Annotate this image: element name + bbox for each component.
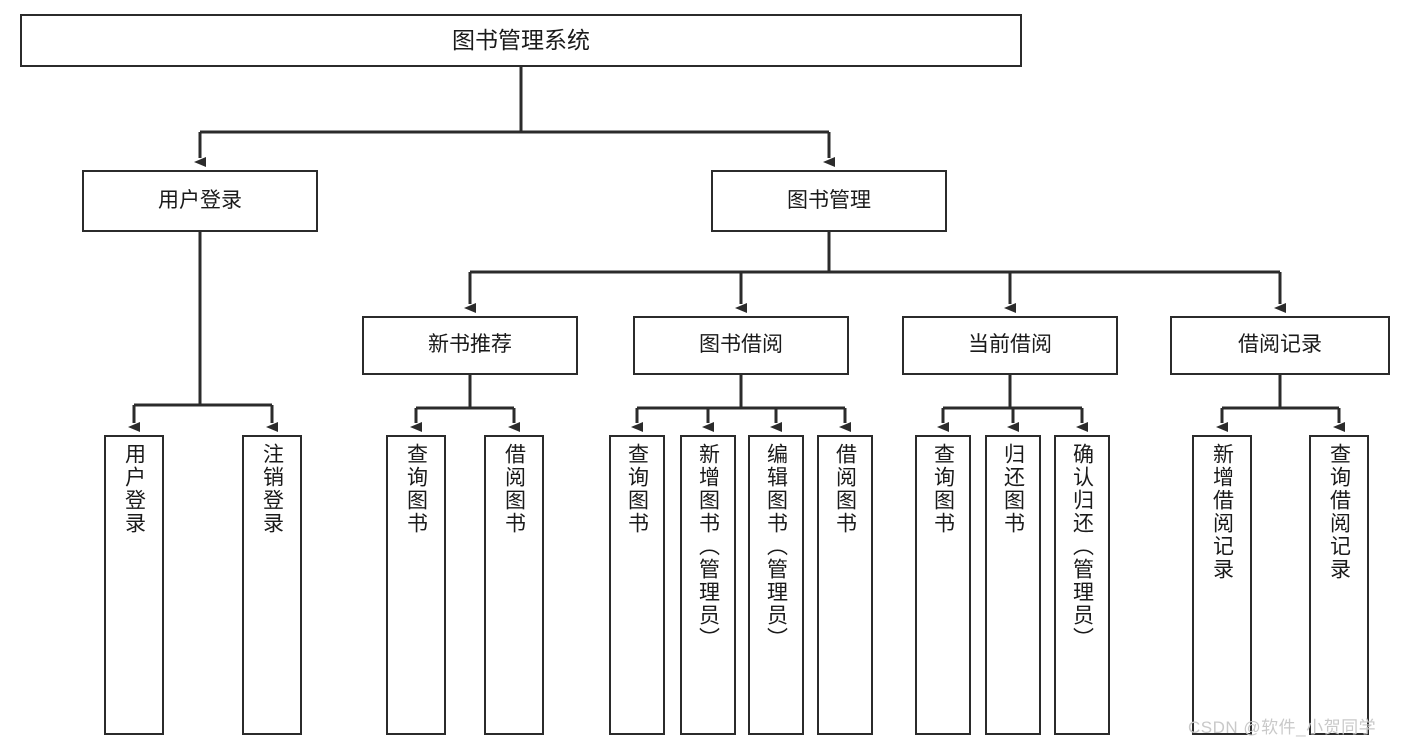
node-root[interactable]: 图书管理系统	[20, 14, 1022, 67]
node-label: 归还图书	[1001, 443, 1025, 535]
node-label: 图书管理系统	[452, 26, 590, 53]
node-label: 查询图书	[931, 443, 955, 535]
node-book-borrow[interactable]: 图书借阅	[633, 316, 849, 375]
leaf-node-leaf-query-book-rec[interactable]: 查询图书	[386, 435, 446, 735]
node-label: 新书推荐	[428, 333, 512, 357]
node-label: 借阅记录	[1238, 333, 1322, 357]
node-label: 图书借阅	[699, 333, 783, 357]
node-label: 当前借阅	[968, 333, 1052, 357]
node-label: 借阅图书	[502, 443, 526, 535]
leaf-node-leaf-confirm-return-admin[interactable]: 确认归还（管理员）	[1054, 435, 1110, 735]
leaf-node-leaf-add-book-admin[interactable]: 新增图书（管理员）	[680, 435, 736, 735]
node-label: 注销登录	[260, 443, 284, 535]
leaf-node-leaf-user-login[interactable]: 用户登录	[104, 435, 164, 735]
leaf-node-leaf-query-book-borrow[interactable]: 查询图书	[609, 435, 665, 735]
leaf-node-leaf-edit-book-admin[interactable]: 编辑图书（管理员）	[748, 435, 804, 735]
node-label: 查询借阅记录	[1327, 443, 1351, 581]
node-current-borrow[interactable]: 当前借阅	[902, 316, 1118, 375]
node-book-management[interactable]: 图书管理	[711, 170, 947, 232]
node-label: 查询图书	[404, 443, 428, 535]
leaf-node-leaf-borrow-book[interactable]: 借阅图书	[817, 435, 873, 735]
node-borrow-record[interactable]: 借阅记录	[1170, 316, 1390, 375]
leaf-node-leaf-add-borrow-record[interactable]: 新增借阅记录	[1192, 435, 1252, 735]
node-label: 新增图书（管理员）	[696, 443, 720, 650]
node-label: 图书管理	[787, 188, 871, 212]
leaf-node-leaf-borrow-book-rec[interactable]: 借阅图书	[484, 435, 544, 735]
node-label: 用户登录	[158, 188, 242, 212]
leaf-node-leaf-query-book-current[interactable]: 查询图书	[915, 435, 971, 735]
leaf-node-leaf-query-borrow-record[interactable]: 查询借阅记录	[1309, 435, 1369, 735]
leaf-node-leaf-return-book[interactable]: 归还图书	[985, 435, 1041, 735]
node-label: 新增借阅记录	[1210, 443, 1234, 581]
csdn-watermark: CSDN @软件_小贺同学	[1188, 718, 1377, 737]
leaf-node-leaf-logout[interactable]: 注销登录	[242, 435, 302, 735]
node-label: 确认归还（管理员）	[1070, 443, 1094, 650]
node-label: 查询图书	[625, 443, 649, 535]
node-new-book-recommend[interactable]: 新书推荐	[362, 316, 578, 375]
node-user-login[interactable]: 用户登录	[82, 170, 318, 232]
node-label: 借阅图书	[833, 443, 857, 535]
node-label: 用户登录	[122, 443, 146, 535]
node-label: 编辑图书（管理员）	[764, 443, 788, 650]
